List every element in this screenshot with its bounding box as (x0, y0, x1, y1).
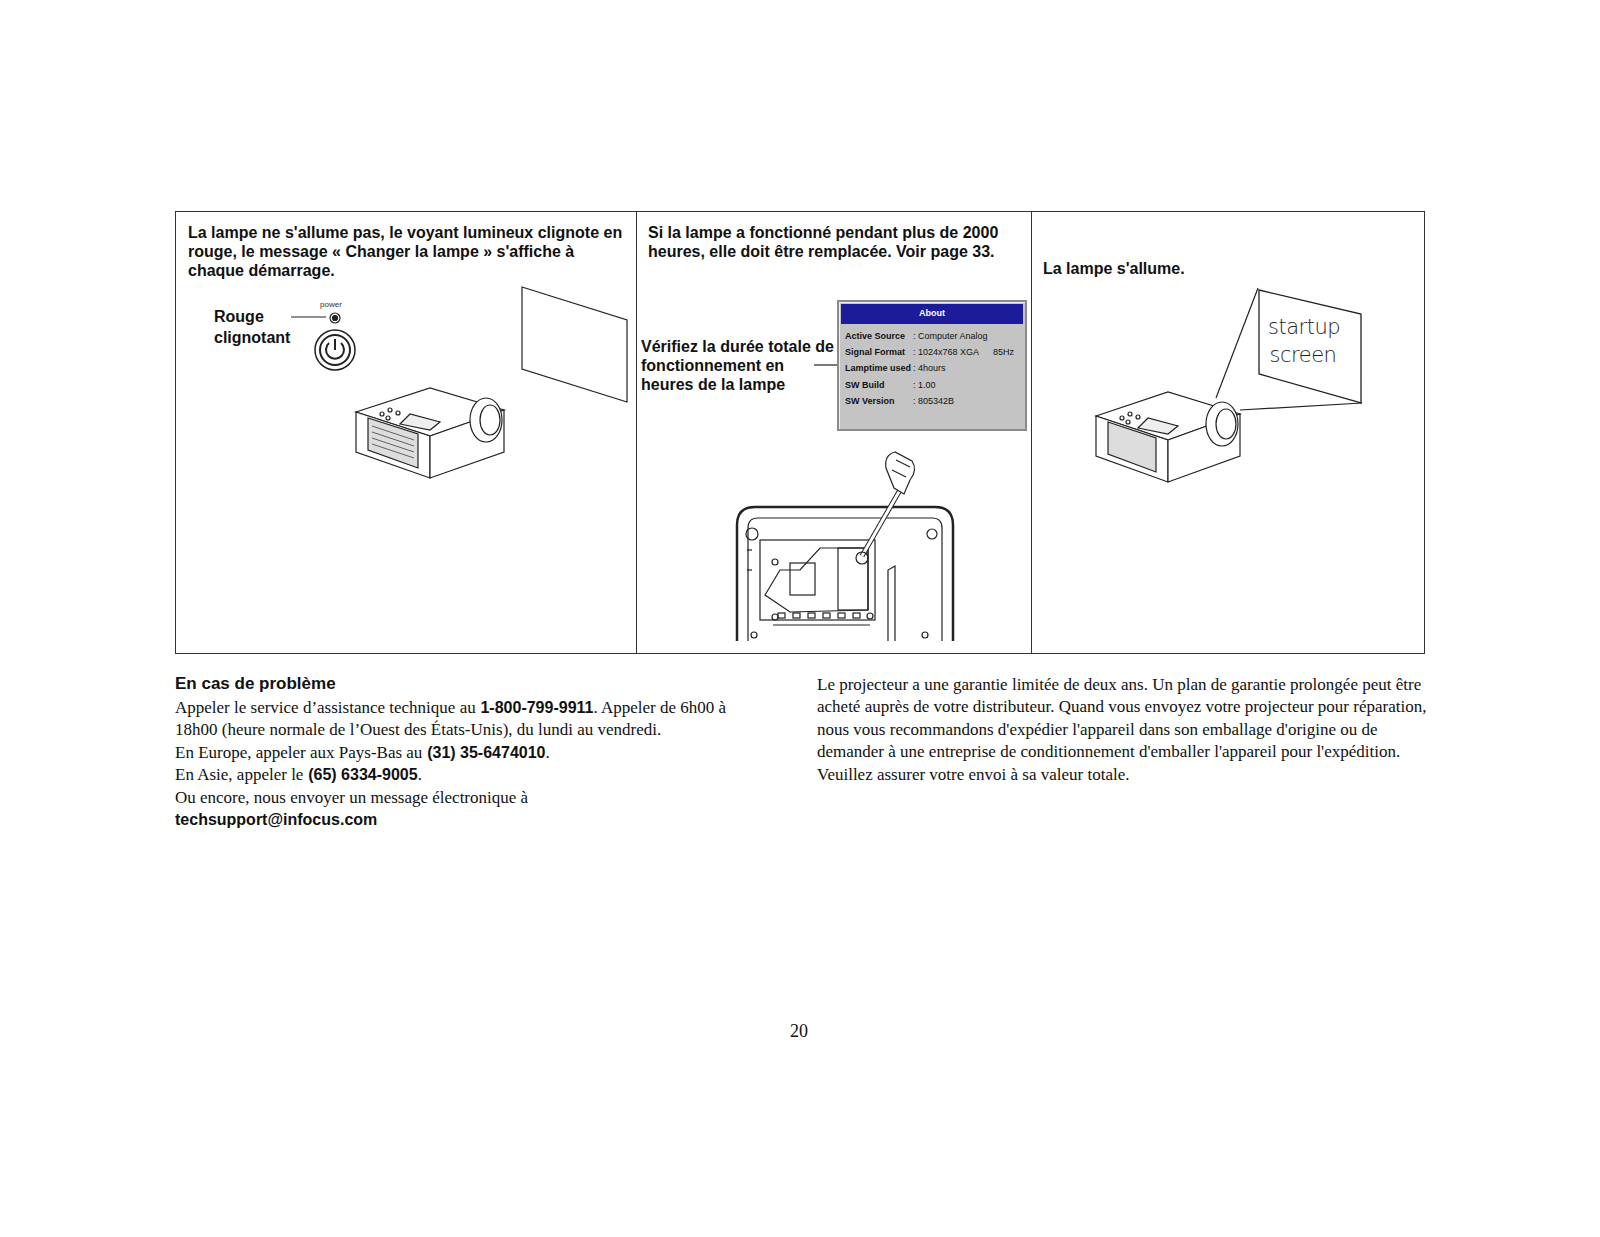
field-name: Signal Format (845, 347, 905, 357)
table-cell: Si la lampe a fonctionné pendant plus de… (636, 211, 1032, 654)
callout-text: Vérifiez la durée totale de fonctionneme… (641, 337, 836, 394)
support-text: Appeler le service d’assistance techniqu… (175, 697, 765, 831)
field-value: : 1024x768 XGA (913, 347, 979, 357)
section-heading: En cas de problème (175, 674, 336, 694)
table-cell: La lampe ne s'allume pas, le voyant lumi… (175, 211, 637, 654)
leader-line (291, 316, 326, 317)
phone-or-email: (65) 6334-9005 (308, 766, 417, 783)
phone-or-email: techsupport@infocus.com (175, 811, 377, 828)
phone-or-email: (31) 35-6474010 (427, 744, 545, 761)
field-name: Lamptime used (845, 363, 911, 373)
field-name: SW Build (845, 380, 885, 390)
projector (356, 388, 504, 478)
field-value: : 805342B (913, 396, 954, 406)
text-run: Appeler le service d’assistance techniqu… (175, 698, 476, 717)
cell-heading: Si la lampe a fonctionné pendant plus de… (648, 223, 1020, 261)
text-run: . (545, 743, 549, 762)
field-value: : Computer Analog (913, 331, 988, 341)
screen-text: startup screen (1268, 313, 1338, 369)
text-run: En Europe, appeler aux Pays-Bas au (175, 743, 422, 762)
projector-bottom-view (737, 507, 953, 641)
field-name: SW Version (845, 396, 895, 406)
warranty-text: Le projecteur a une garantie limitée de … (817, 674, 1429, 786)
text-run: En Asie, appeler le (175, 765, 303, 784)
power-led (330, 313, 340, 323)
screwdriver (856, 452, 915, 564)
leader-line (814, 364, 837, 365)
page-number: 20 (790, 1021, 808, 1042)
text-run: Ou encore, nous envoyer un message élect… (175, 788, 528, 807)
field-name: Active Source (845, 331, 905, 341)
callout-text: Rouge clignotant (214, 306, 304, 348)
cell-heading: La lampe ne s'allume pas, le voyant lumi… (188, 223, 628, 280)
field-value: : 1.00 (913, 380, 936, 390)
led-label: power (320, 300, 342, 309)
phone-or-email: 1-800-799-9911 (480, 699, 593, 716)
projector (1096, 288, 1362, 482)
cell-heading: La lampe s'allume. (1043, 259, 1413, 278)
table-cell: La lampe s'allume. startup screen (1031, 211, 1425, 654)
text-run: . (418, 765, 422, 784)
about-dialog: AboutActive Source : Computer AnalogSigna… (837, 300, 1027, 431)
projection-screen (522, 287, 627, 402)
startup-screen: startup screen (1258, 289, 1362, 404)
power-button (315, 330, 355, 370)
field-value: 85Hz (993, 347, 1014, 357)
field-value: : 4hours (913, 363, 946, 373)
dialog-title: About (839, 308, 1025, 318)
